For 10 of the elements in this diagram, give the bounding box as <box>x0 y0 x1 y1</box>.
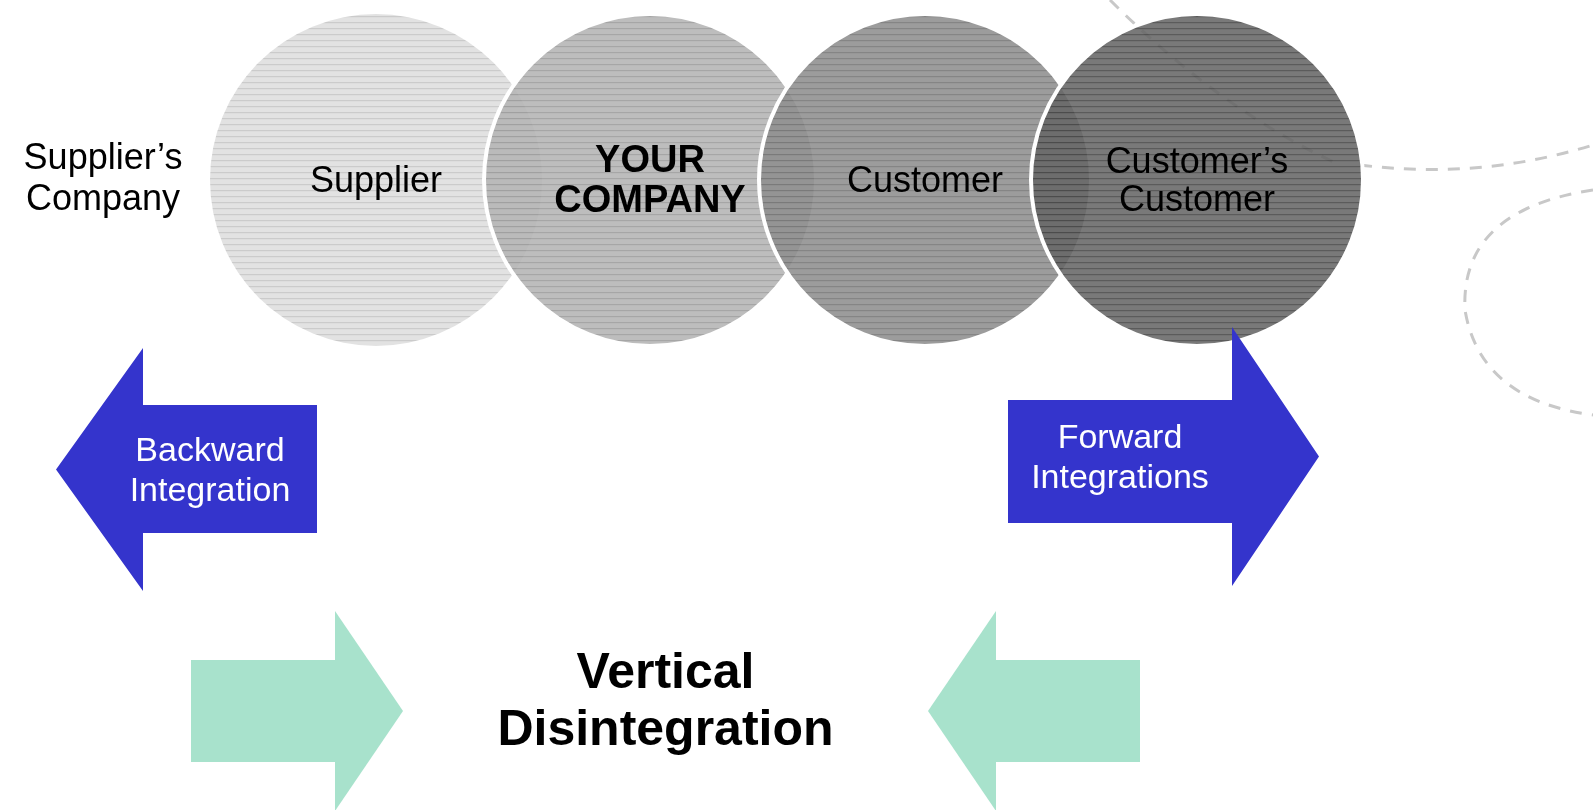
label-text: Supplier’s Company <box>22 135 184 219</box>
arrow-label: Backward Integration <box>128 430 292 509</box>
circle-label: Supplier <box>309 161 443 199</box>
circle-label: Customer <box>846 161 1003 199</box>
title-text: Vertical Disintegration <box>496 642 835 758</box>
block-arrow <box>191 611 403 810</box>
block-arrow <box>928 611 1140 810</box>
circle-label: YOUR COMPANY <box>553 140 747 220</box>
circle-label: Customer’s Customer <box>1104 142 1290 218</box>
arrow-label: Forward Integrations <box>1030 417 1210 496</box>
